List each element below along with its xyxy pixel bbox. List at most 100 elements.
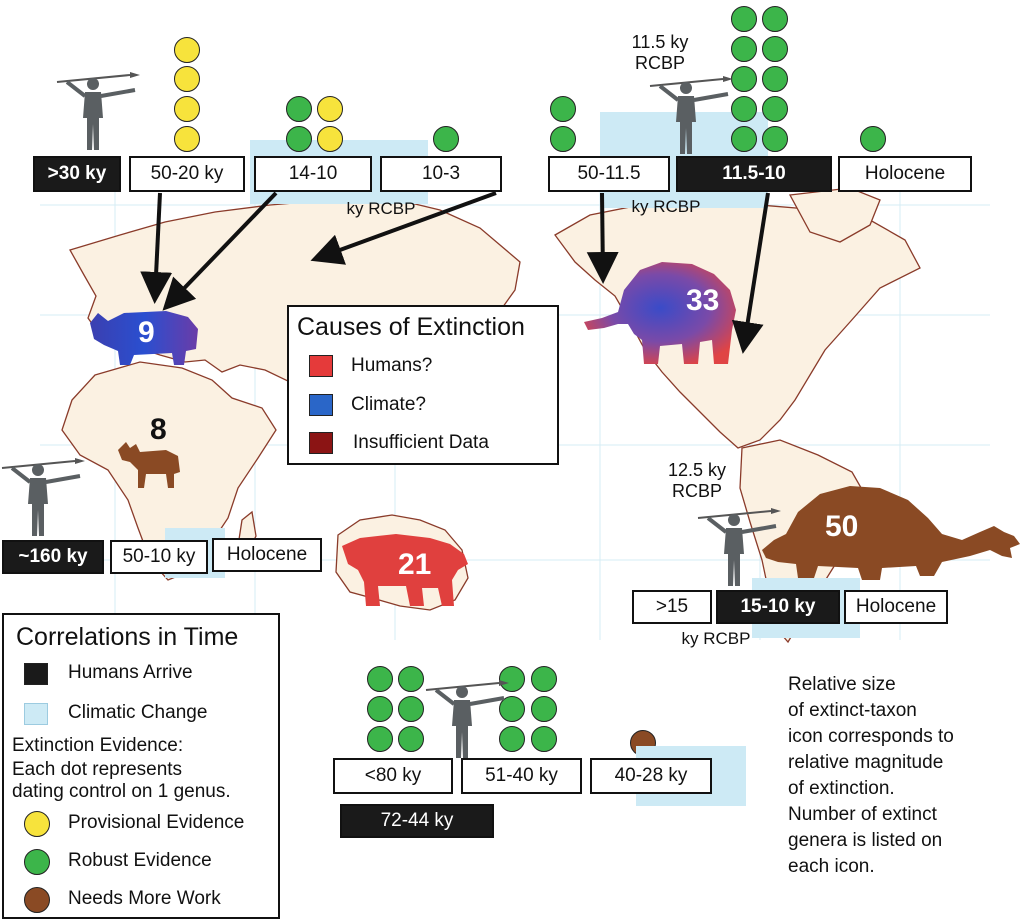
robust-evidence-dot (762, 6, 788, 32)
human-hunter-icon (697, 508, 781, 586)
provisional-evidence-dot (317, 126, 343, 152)
north-america-period-1: 50-11.5 (548, 156, 670, 192)
australia-genera-count: 21 (398, 548, 432, 581)
causes-legend-title: Causes of Extinction (297, 313, 525, 341)
note-line: relative magnitude (788, 752, 944, 773)
provisional-legend-label: Provisional Evidence (68, 812, 245, 833)
north-america-human-arrival: 11.5-10 (676, 156, 832, 192)
robust-evidence-dot (499, 726, 525, 752)
robust-evidence-dot (367, 696, 393, 722)
robust-evidence-dot (499, 696, 525, 722)
evidence-heading-3: dating control on 1 genus. (12, 781, 231, 802)
insufficient-data-swatch (309, 432, 333, 454)
robust-evidence-dot (550, 126, 576, 152)
europe-unit-label: ky RCBP (346, 199, 416, 218)
north-america-genera-count: 33 (686, 284, 720, 317)
europe-human-arrival: >30 ky (33, 156, 121, 192)
humans-cause-swatch (309, 355, 333, 377)
north-america-arrival-note: 11.5 ky RCBP (631, 32, 689, 73)
human-hunter-icon (56, 72, 140, 150)
human-hunter-icon (425, 680, 509, 758)
north-america-period-2: Holocene (838, 156, 972, 192)
africa-genera-count: 8 (150, 413, 167, 446)
south-america-human-arrival: 15-10 ky (716, 590, 840, 624)
africa-period-1: 50-10 ky (110, 540, 208, 574)
mammoth-extinct-taxon-icon (584, 262, 736, 364)
size-explanation-note: Relative size of extinct-taxon icon corr… (788, 672, 954, 880)
climate-cause-swatch (309, 394, 333, 416)
humans-cause-label: Humans? (351, 355, 433, 376)
humans-arrive-swatch (24, 663, 48, 685)
robust-evidence-dot (499, 666, 525, 692)
robust-evidence-dot (531, 726, 557, 752)
robust-evidence-dot (531, 666, 557, 692)
robust-evidence-dot (550, 96, 576, 122)
bear-extinct-taxon-icon (342, 534, 468, 606)
provisional-evidence-dot (317, 96, 343, 122)
robust-evidence-dot (731, 6, 757, 32)
australia-period-2: 51-40 ky (461, 758, 582, 794)
note-line: Relative size (788, 674, 896, 695)
climate-cause-label: Climate? (351, 394, 426, 415)
human-hunter-icon (649, 76, 733, 154)
robust-evidence-dot (762, 126, 788, 152)
note-line: of extinct-taxon (788, 700, 917, 721)
australia-period-3: 40-28 ky (590, 758, 712, 794)
south-america-period-1: >15 (632, 590, 712, 624)
hyena-extinct-taxon-icon (118, 442, 180, 488)
provisional-evidence-dot (174, 66, 200, 92)
note-line: genera is listed on (788, 830, 943, 851)
humans-arrive-label: Humans Arrive (68, 662, 193, 683)
needs-more-work-legend-dot (24, 887, 50, 913)
climatic-change-swatch (24, 703, 48, 725)
europe-period-1: 50-20 ky (129, 156, 245, 192)
robust-evidence-dot (762, 96, 788, 122)
correlations-legend-title: Correlations in Time (16, 623, 239, 651)
robust-evidence-dot (762, 66, 788, 92)
robust-evidence-dot (367, 726, 393, 752)
note-line: icon corresponds to (788, 726, 954, 747)
provisional-evidence-dot (174, 126, 200, 152)
evidence-heading-1: Extinction Evidence: (12, 735, 184, 756)
robust-evidence-dot (731, 36, 757, 62)
robust-evidence-dot (531, 696, 557, 722)
robust-evidence-dot (398, 666, 424, 692)
south-america-genera-count: 50 (825, 510, 859, 543)
robust-evidence-dot (731, 96, 757, 122)
europe-genera-count: 9 (138, 316, 155, 349)
robust-legend-dot (24, 849, 50, 875)
africa-human-arrival: ~160 ky (2, 540, 104, 574)
robust-evidence-dot (731, 66, 757, 92)
note-line: of extinction. (788, 778, 895, 799)
south-america-period-2: Holocene (844, 590, 948, 624)
robust-legend-label: Robust Evidence (68, 850, 212, 871)
note-line: Number of extinct (788, 804, 937, 825)
africa-period-2: Holocene (212, 538, 322, 572)
robust-evidence-dot (762, 36, 788, 62)
europe-period-3: 10-3 (380, 156, 502, 192)
insufficient-data-label: Insufficient Data (353, 432, 489, 453)
correlations-legend: Correlations in Time Humans Arrive Clima… (2, 613, 280, 919)
causes-legend: Causes of Extinction Humans? Climate? In… (287, 305, 559, 465)
north-america-unit-label: ky RCBP (631, 197, 701, 216)
australia-human-arrival: 72-44 ky (340, 804, 494, 838)
provisional-evidence-dot (174, 96, 200, 122)
south-america-arrival-note: 12.5 ky RCBP (667, 460, 727, 501)
australia-period-1: <80 ky (333, 758, 453, 794)
human-hunter-icon (1, 458, 85, 536)
robust-evidence-dot (367, 666, 393, 692)
robust-evidence-dot (286, 126, 312, 152)
robust-evidence-dot (860, 126, 886, 152)
note-line: each icon. (788, 856, 875, 877)
south-america-unit-label: ky RCBP (681, 629, 751, 648)
robust-evidence-dot (286, 96, 312, 122)
robust-evidence-dot (731, 126, 757, 152)
provisional-evidence-dot (174, 37, 200, 63)
robust-evidence-dot (398, 696, 424, 722)
provisional-legend-dot (24, 811, 50, 837)
robust-evidence-dot (398, 726, 424, 752)
glyptodont-extinct-taxon-icon (762, 486, 1020, 580)
climatic-change-label: Climatic Change (68, 702, 208, 723)
evidence-heading-2: Each dot represents (12, 759, 183, 780)
robust-evidence-dot (433, 126, 459, 152)
